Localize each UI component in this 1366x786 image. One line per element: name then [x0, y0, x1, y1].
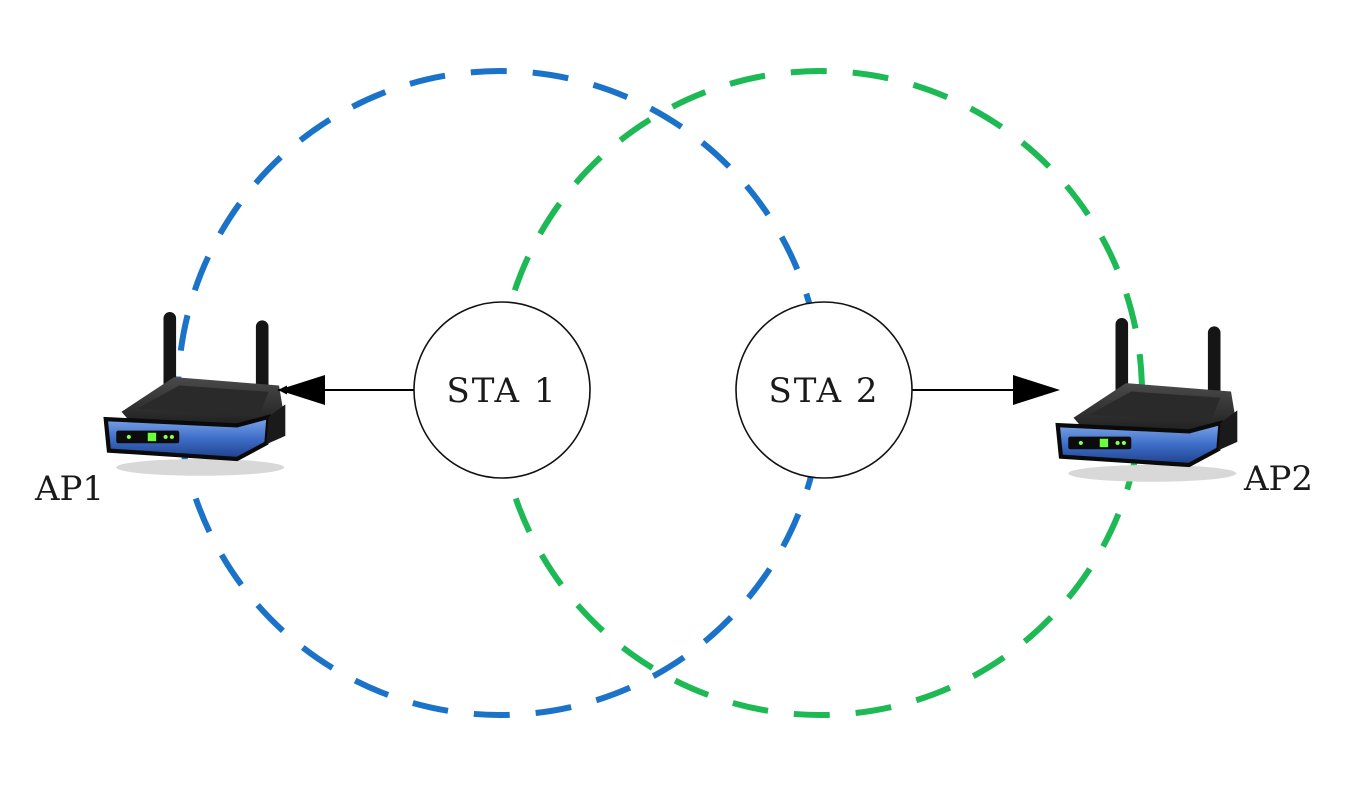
sta1-arrowhead [278, 375, 325, 405]
sta1-node[interactable]: STA 1 [413, 301, 591, 479]
sta1-label: STA 1 [446, 371, 557, 411]
sta2-arrowhead [1013, 375, 1060, 405]
sta2-node[interactable]: STA 2 [735, 301, 913, 479]
ap2-router-icon [1058, 318, 1238, 482]
ap2-label: AP2 [1243, 459, 1313, 499]
sta2-label: STA 2 [768, 371, 879, 411]
ap1-router-icon [106, 312, 286, 476]
ap1-label: AP1 [34, 469, 104, 509]
